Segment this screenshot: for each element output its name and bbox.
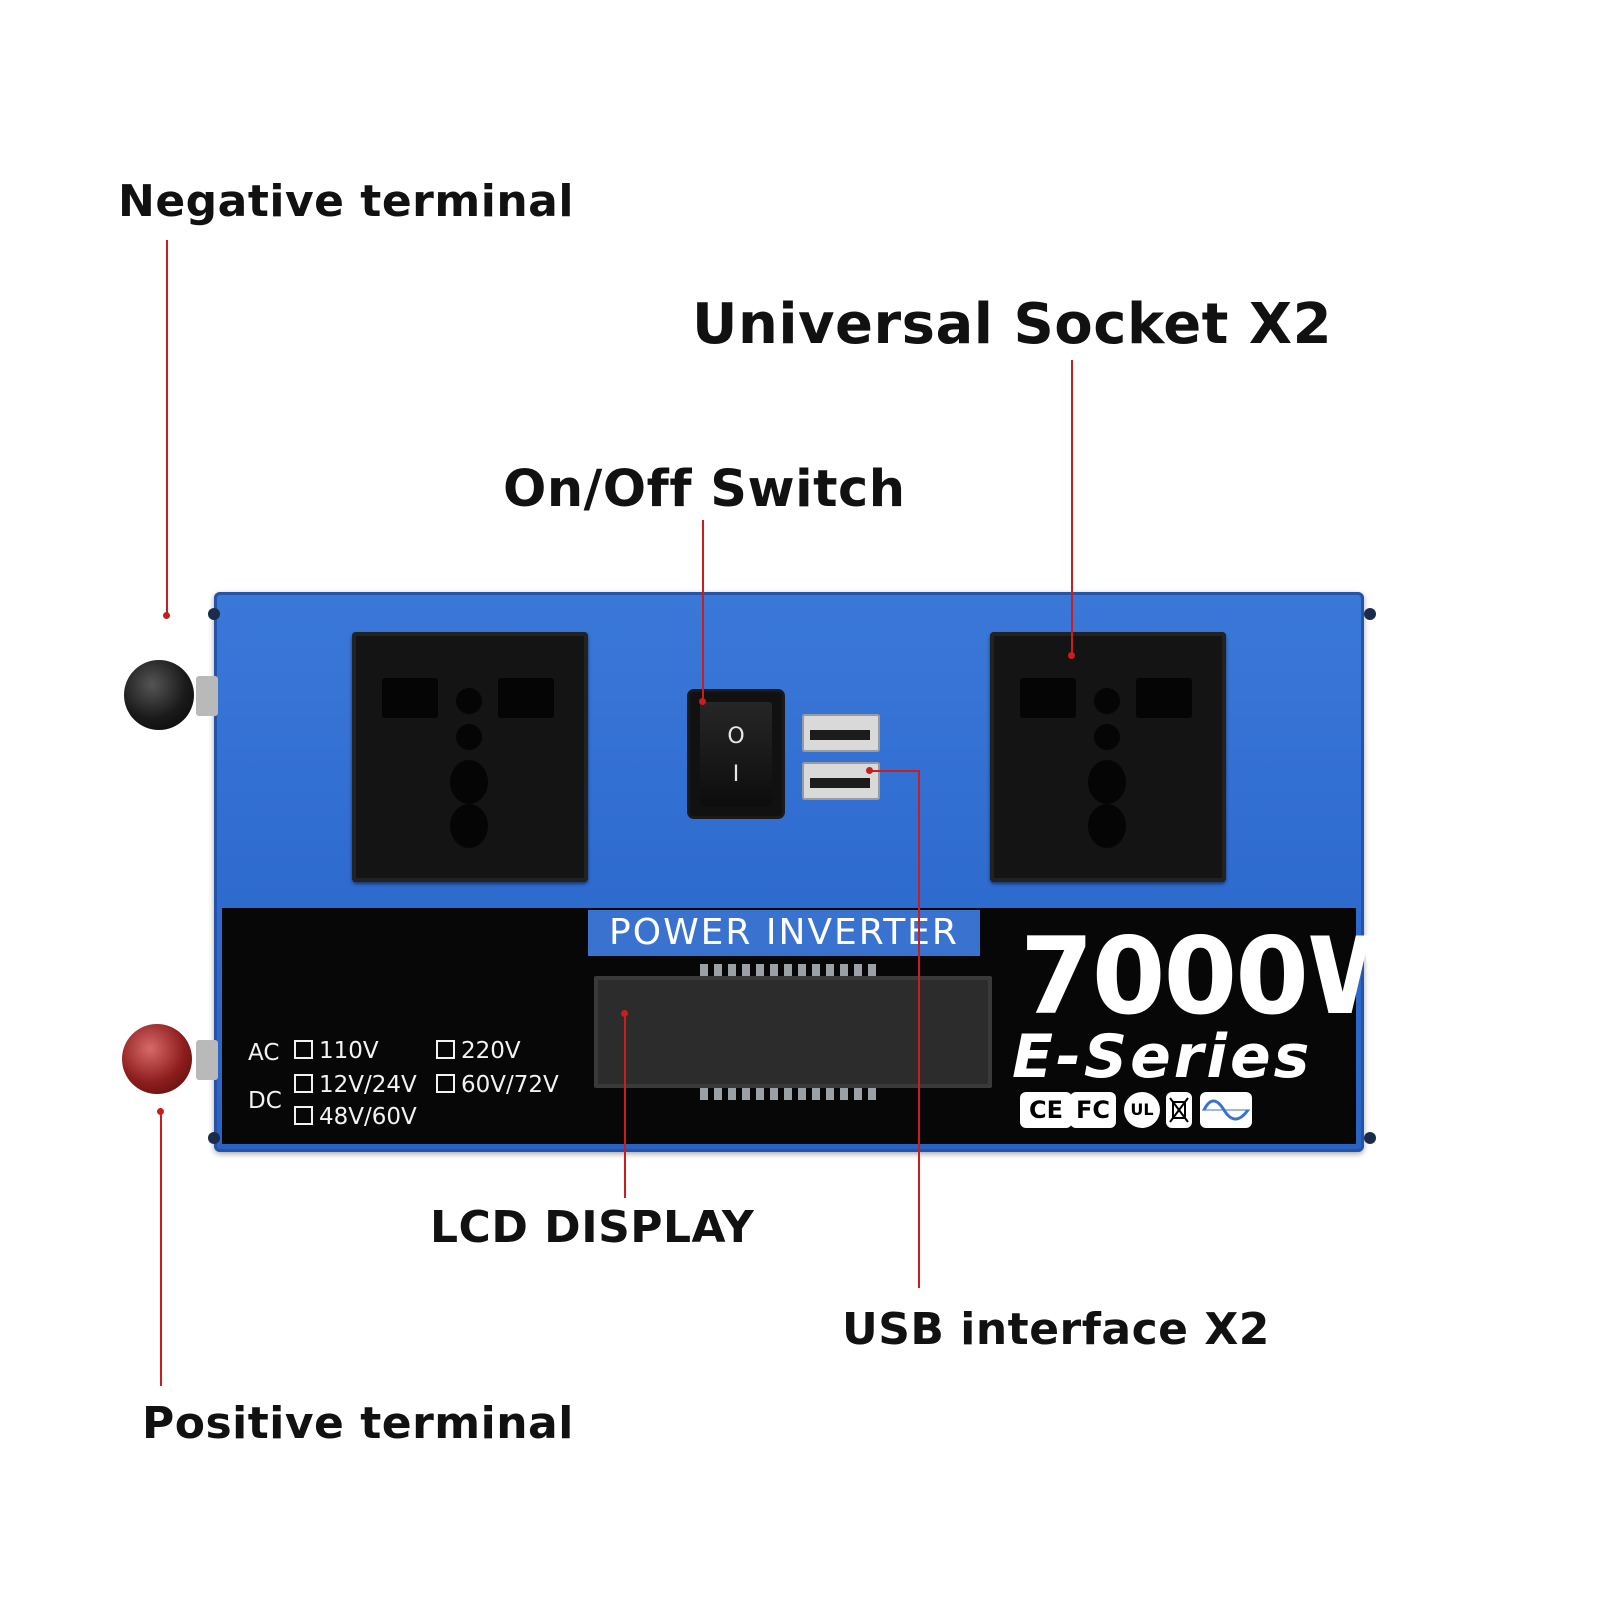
leader-positive-dot	[157, 1108, 164, 1115]
leader-lcd-dot	[621, 1010, 628, 1017]
screw-bottom-right	[1364, 1132, 1376, 1144]
leader-usb-vertical	[918, 770, 920, 1288]
leader-positive	[160, 1110, 162, 1386]
leader-lcd	[624, 1012, 626, 1198]
voltage-48v-60v: 48V/60V	[294, 1104, 417, 1130]
leader-socket-dot	[1068, 652, 1075, 659]
on-off-switch-label: On/Off Switch	[503, 460, 906, 519]
voltage-60v-72v: 60V/72V	[436, 1072, 559, 1098]
switch-rocker: O I	[700, 702, 772, 806]
leader-negative	[166, 240, 168, 616]
lcd-display	[594, 976, 992, 1088]
lcd-pins-top	[700, 964, 880, 976]
positive-terminal-label: Positive terminal	[142, 1398, 574, 1449]
weee-icon	[1166, 1092, 1192, 1128]
voltage-12v-24v: 12V/24V	[294, 1072, 417, 1098]
usb-port-top[interactable]	[802, 714, 880, 752]
leader-usb-horizontal	[868, 770, 920, 772]
voltage-220v: 220V	[436, 1038, 521, 1064]
universal-socket-left[interactable]	[352, 632, 588, 882]
leader-negative-dot	[163, 612, 170, 619]
voltage-110v: 110V	[294, 1038, 379, 1064]
lcd-display-label: LCD DISPLAY	[430, 1202, 755, 1253]
negative-terminal-shaft	[196, 676, 218, 716]
leader-socket	[1071, 360, 1073, 654]
positive-terminal-shaft	[196, 1040, 218, 1080]
negative-terminal-knob[interactable]	[124, 660, 194, 730]
wattage-label: 7000W	[1020, 915, 1424, 1038]
screw-bottom-left	[208, 1132, 220, 1144]
switch-on-mark: I	[732, 762, 740, 787]
ac-label: AC	[248, 1040, 280, 1066]
leader-switch	[702, 520, 704, 702]
universal-socket-right[interactable]	[990, 632, 1226, 882]
positive-terminal-knob[interactable]	[122, 1024, 192, 1094]
fc-mark: FC	[1070, 1092, 1116, 1128]
leader-switch-dot	[699, 698, 706, 705]
ce-mark: CE	[1020, 1092, 1072, 1128]
switch-off-mark: O	[727, 724, 745, 749]
ul-mark: UL	[1124, 1092, 1160, 1128]
screw-top-left	[208, 608, 220, 620]
universal-socket-label: Universal Socket X2	[692, 292, 1333, 357]
power-inverter-strip: POWER INVERTER	[588, 910, 980, 956]
negative-terminal-label: Negative terminal	[118, 176, 574, 227]
usb-interface-label: USB interface X2	[842, 1304, 1270, 1355]
dc-label: DC	[248, 1088, 282, 1114]
on-off-switch[interactable]: O I	[690, 692, 782, 816]
screw-top-right	[1364, 608, 1376, 620]
series-label: E-Series	[1012, 1022, 1313, 1092]
leader-usb-dot	[866, 767, 873, 774]
sine-wave-icon	[1200, 1092, 1252, 1128]
lcd-pins-bottom	[700, 1088, 880, 1100]
